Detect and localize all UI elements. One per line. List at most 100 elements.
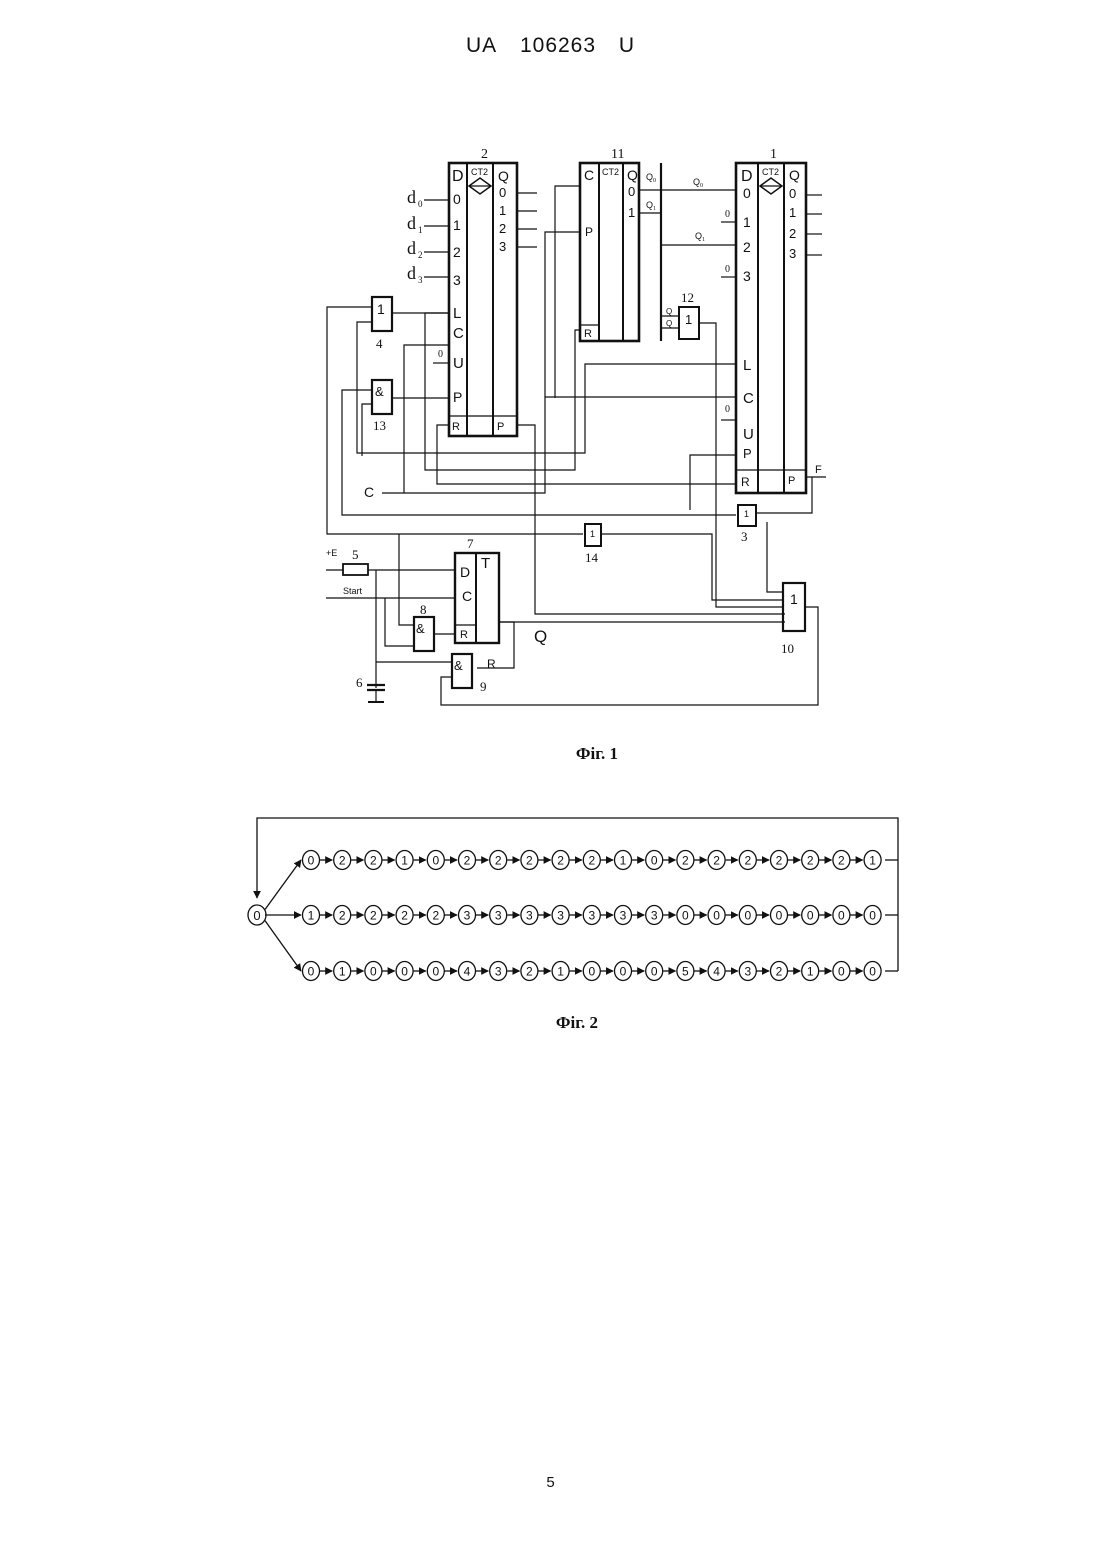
zero-label-d: 0 <box>438 349 443 360</box>
counter-2-pin-0: 0 <box>453 191 461 207</box>
state-value: 3 <box>744 965 751 979</box>
power-circuit: +E 5 Start <box>326 547 455 688</box>
gate-14: 1 14 <box>585 524 601 565</box>
state-node: 3 <box>490 962 507 981</box>
state-node: 0 <box>427 962 444 981</box>
gate-8: & 8 <box>385 534 455 651</box>
gate-13-symbol: & <box>375 384 384 399</box>
q0-sub-b: 0 <box>700 183 703 189</box>
start-label: Start <box>343 586 363 596</box>
state-value: 5 <box>682 965 689 979</box>
state-value: 2 <box>339 909 346 923</box>
gate-14-number: 14 <box>585 550 599 565</box>
state-value: 0 <box>807 909 814 923</box>
zero-label-c: 0 <box>725 404 730 415</box>
state-value: 2 <box>776 854 783 868</box>
state-value: 2 <box>370 854 377 868</box>
state-value: 0 <box>838 965 845 979</box>
state-node: 2 <box>771 851 788 870</box>
input-d1: d <box>407 213 416 233</box>
state-node: 0 <box>677 906 694 925</box>
counter-1-out-0: 0 <box>789 186 796 201</box>
state-value: 2 <box>557 854 564 868</box>
counter-2-pin-1: 1 <box>453 217 461 233</box>
state-node: 3 <box>459 906 476 925</box>
state-value: 0 <box>588 965 595 979</box>
gate-9: & 9 <box>452 654 487 694</box>
input-d3: d <box>407 263 416 283</box>
counter-2-pin-c: C <box>453 325 464 342</box>
gate-14-symbol: 1 <box>590 529 595 539</box>
gate-8-symbol: & <box>416 621 425 636</box>
zero-label-a: 0 <box>725 209 730 220</box>
counter-2-pin-u: U <box>453 355 464 372</box>
state-value: 2 <box>370 909 377 923</box>
gate-3-number: 3 <box>741 529 748 544</box>
gate-9-symbol: & <box>454 658 463 673</box>
counter-11-title: CT2 <box>602 167 619 177</box>
counter-2-out-3: 3 <box>499 239 506 254</box>
state-value: 3 <box>651 909 658 923</box>
gate-8-number: 8 <box>420 602 427 617</box>
state-value: 0 <box>838 909 845 923</box>
state-value: 2 <box>776 965 783 979</box>
zero-label-b: 0 <box>725 264 730 275</box>
state-node: 2 <box>708 851 725 870</box>
state-node: 2 <box>833 851 850 870</box>
q0-label-b: Q <box>693 177 700 187</box>
state-value: 0 <box>744 909 751 923</box>
counter-11-pin-p: P <box>585 225 593 239</box>
state-value: 0 <box>432 965 439 979</box>
state-value: 0 <box>308 965 315 979</box>
counter-1-out-q: Q <box>789 167 800 183</box>
state-node: 0 <box>864 962 881 981</box>
gate-13: & 13 <box>342 380 736 515</box>
counter-2-pin-l: L <box>453 305 461 322</box>
page-number: 5 <box>0 1474 1101 1491</box>
state-value: 3 <box>588 909 595 923</box>
gate-3: 1 3 <box>738 505 756 544</box>
capacitor-number: 6 <box>356 675 363 690</box>
state-value: 0 <box>370 965 377 979</box>
state-node: 1 <box>615 851 632 870</box>
state-node: 0 <box>833 906 850 925</box>
state-value: 1 <box>620 854 627 868</box>
input-d1-sub: 1 <box>418 225 423 235</box>
state-value: 0 <box>776 909 783 923</box>
q1-sub-b: 1 <box>702 237 705 243</box>
state-value: 0 <box>651 854 658 868</box>
state-node: 2 <box>490 851 507 870</box>
capacitor-6: 6 <box>356 675 385 702</box>
state-value: 3 <box>620 909 627 923</box>
state-value: 4 <box>713 965 720 979</box>
counter-1-carry: P <box>788 475 795 487</box>
gate-12: 1 12 Q Q <box>661 290 783 607</box>
state-value: 1 <box>401 854 408 868</box>
state-node: 0 <box>646 962 663 981</box>
counter-1-pin-u: U <box>743 426 754 443</box>
state-node: 2 <box>334 851 351 870</box>
state-node: 2 <box>365 851 382 870</box>
state-value: 2 <box>744 854 751 868</box>
counter-1-pin-1: 1 <box>743 214 751 230</box>
figure-2-caption: Фіг. 2 <box>427 1013 727 1033</box>
r-label: R <box>487 657 496 671</box>
state-node: 3 <box>646 906 663 925</box>
state-node: 1 <box>396 851 413 870</box>
counter-1-direction-icon <box>760 178 782 194</box>
figure-1-caption: Фіг. 1 <box>447 744 747 764</box>
counter-11-number: 11 <box>611 147 624 162</box>
counter-11-out-0: 0 <box>628 184 635 199</box>
state-value: 2 <box>464 854 471 868</box>
trigger-7-number: 7 <box>467 536 474 551</box>
counter-1-out-1: 1 <box>789 205 796 220</box>
state-value: 3 <box>464 909 471 923</box>
q1-label-b: Q <box>695 231 702 241</box>
counter-1-out-2: 2 <box>789 226 796 241</box>
q1-label-a: Q <box>646 200 653 210</box>
state-node: 2 <box>802 851 819 870</box>
power-label: +E <box>326 548 337 558</box>
state-node: 1 <box>552 962 569 981</box>
state-value: 3 <box>526 909 533 923</box>
gate-9-number: 9 <box>480 679 487 694</box>
